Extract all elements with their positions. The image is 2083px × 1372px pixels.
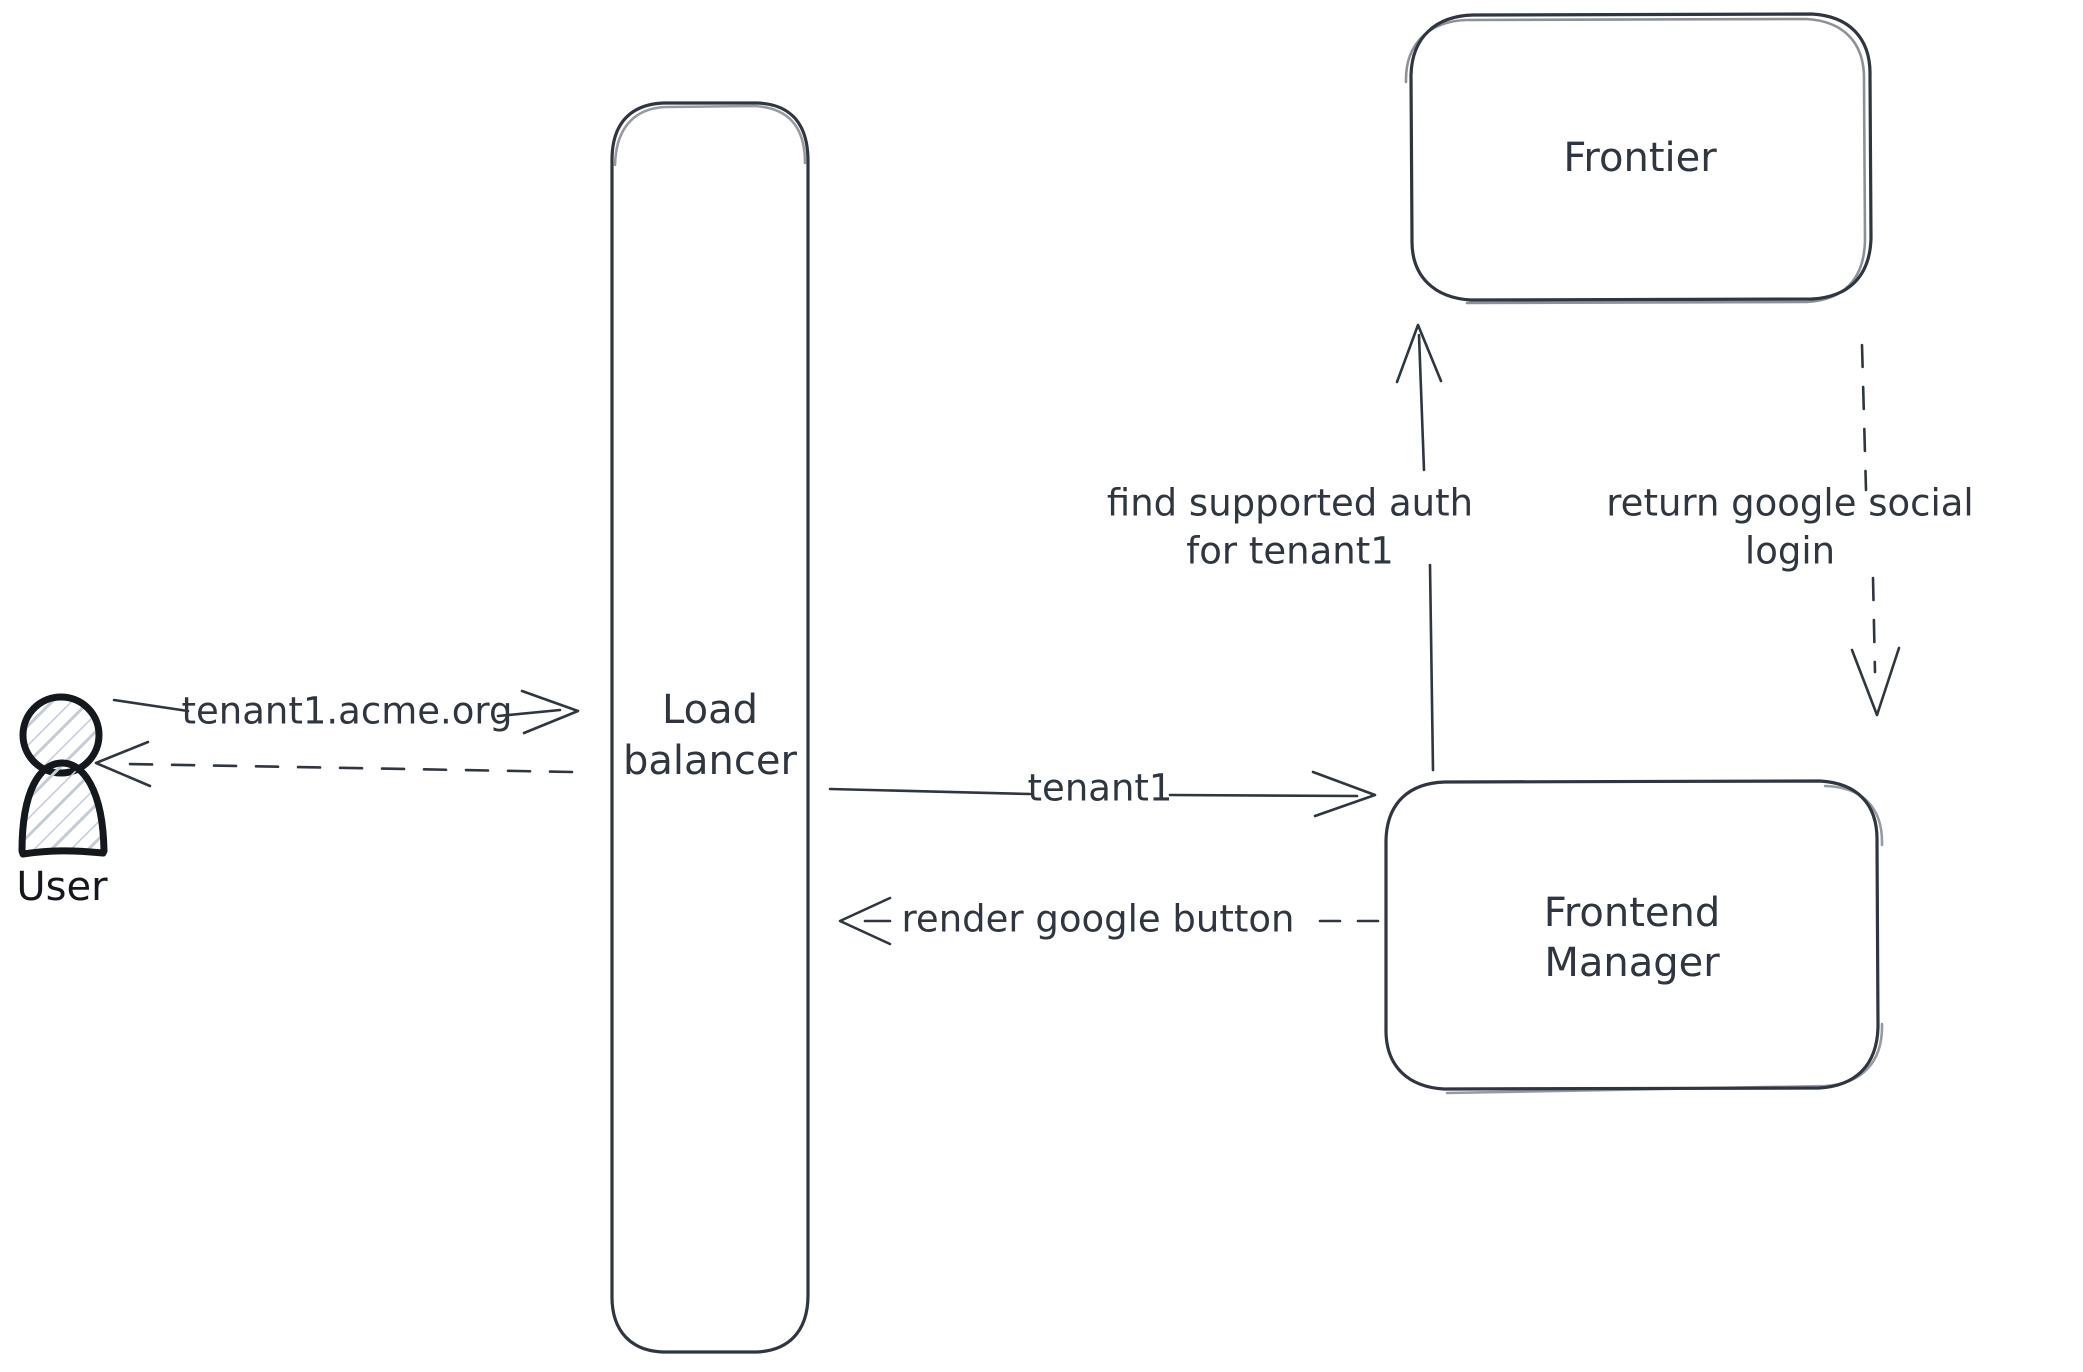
edge-label-return-google-social-line2: login [1745, 530, 1835, 573]
edge-lb-to-fm [828, 770, 1377, 818]
frontier-label: Frontier [1563, 135, 1717, 181]
user-actor-icon [18, 693, 108, 858]
edge-label-find-supported-auth-line2: for tenant1 [1186, 530, 1394, 573]
frontend-manager-label-line1: Frontend [1544, 890, 1721, 936]
frontend-manager-node[interactable] [1384, 779, 1884, 1095]
edge-frontier-to-fm [1850, 343, 1901, 717]
user-label: User [16, 864, 108, 910]
edge-label-tenant1: tenant1 [1028, 767, 1173, 810]
edge-user-to-lb [112, 689, 580, 735]
edge-label-tenant1-acme-org: tenant1.acme.org [182, 690, 513, 733]
edge-fm-to-lb [838, 896, 1380, 946]
frontend-manager-label-line2: Manager [1544, 940, 1720, 986]
edge-label-return-google-social-line1: return google social [1606, 482, 1973, 525]
edge-fm-to-frontier [1395, 323, 1443, 772]
load-balancer-label-line1: Load [662, 687, 758, 733]
frontier-node[interactable] [1404, 12, 1873, 305]
edge-label-render-google-button: render google button [902, 898, 1295, 941]
load-balancer-node[interactable] [610, 101, 810, 1354]
edge-lb-to-user [94, 740, 574, 788]
load-balancer-label-line2: balancer [623, 738, 797, 784]
edge-label-find-supported-auth-line1: find supported auth [1107, 482, 1473, 525]
